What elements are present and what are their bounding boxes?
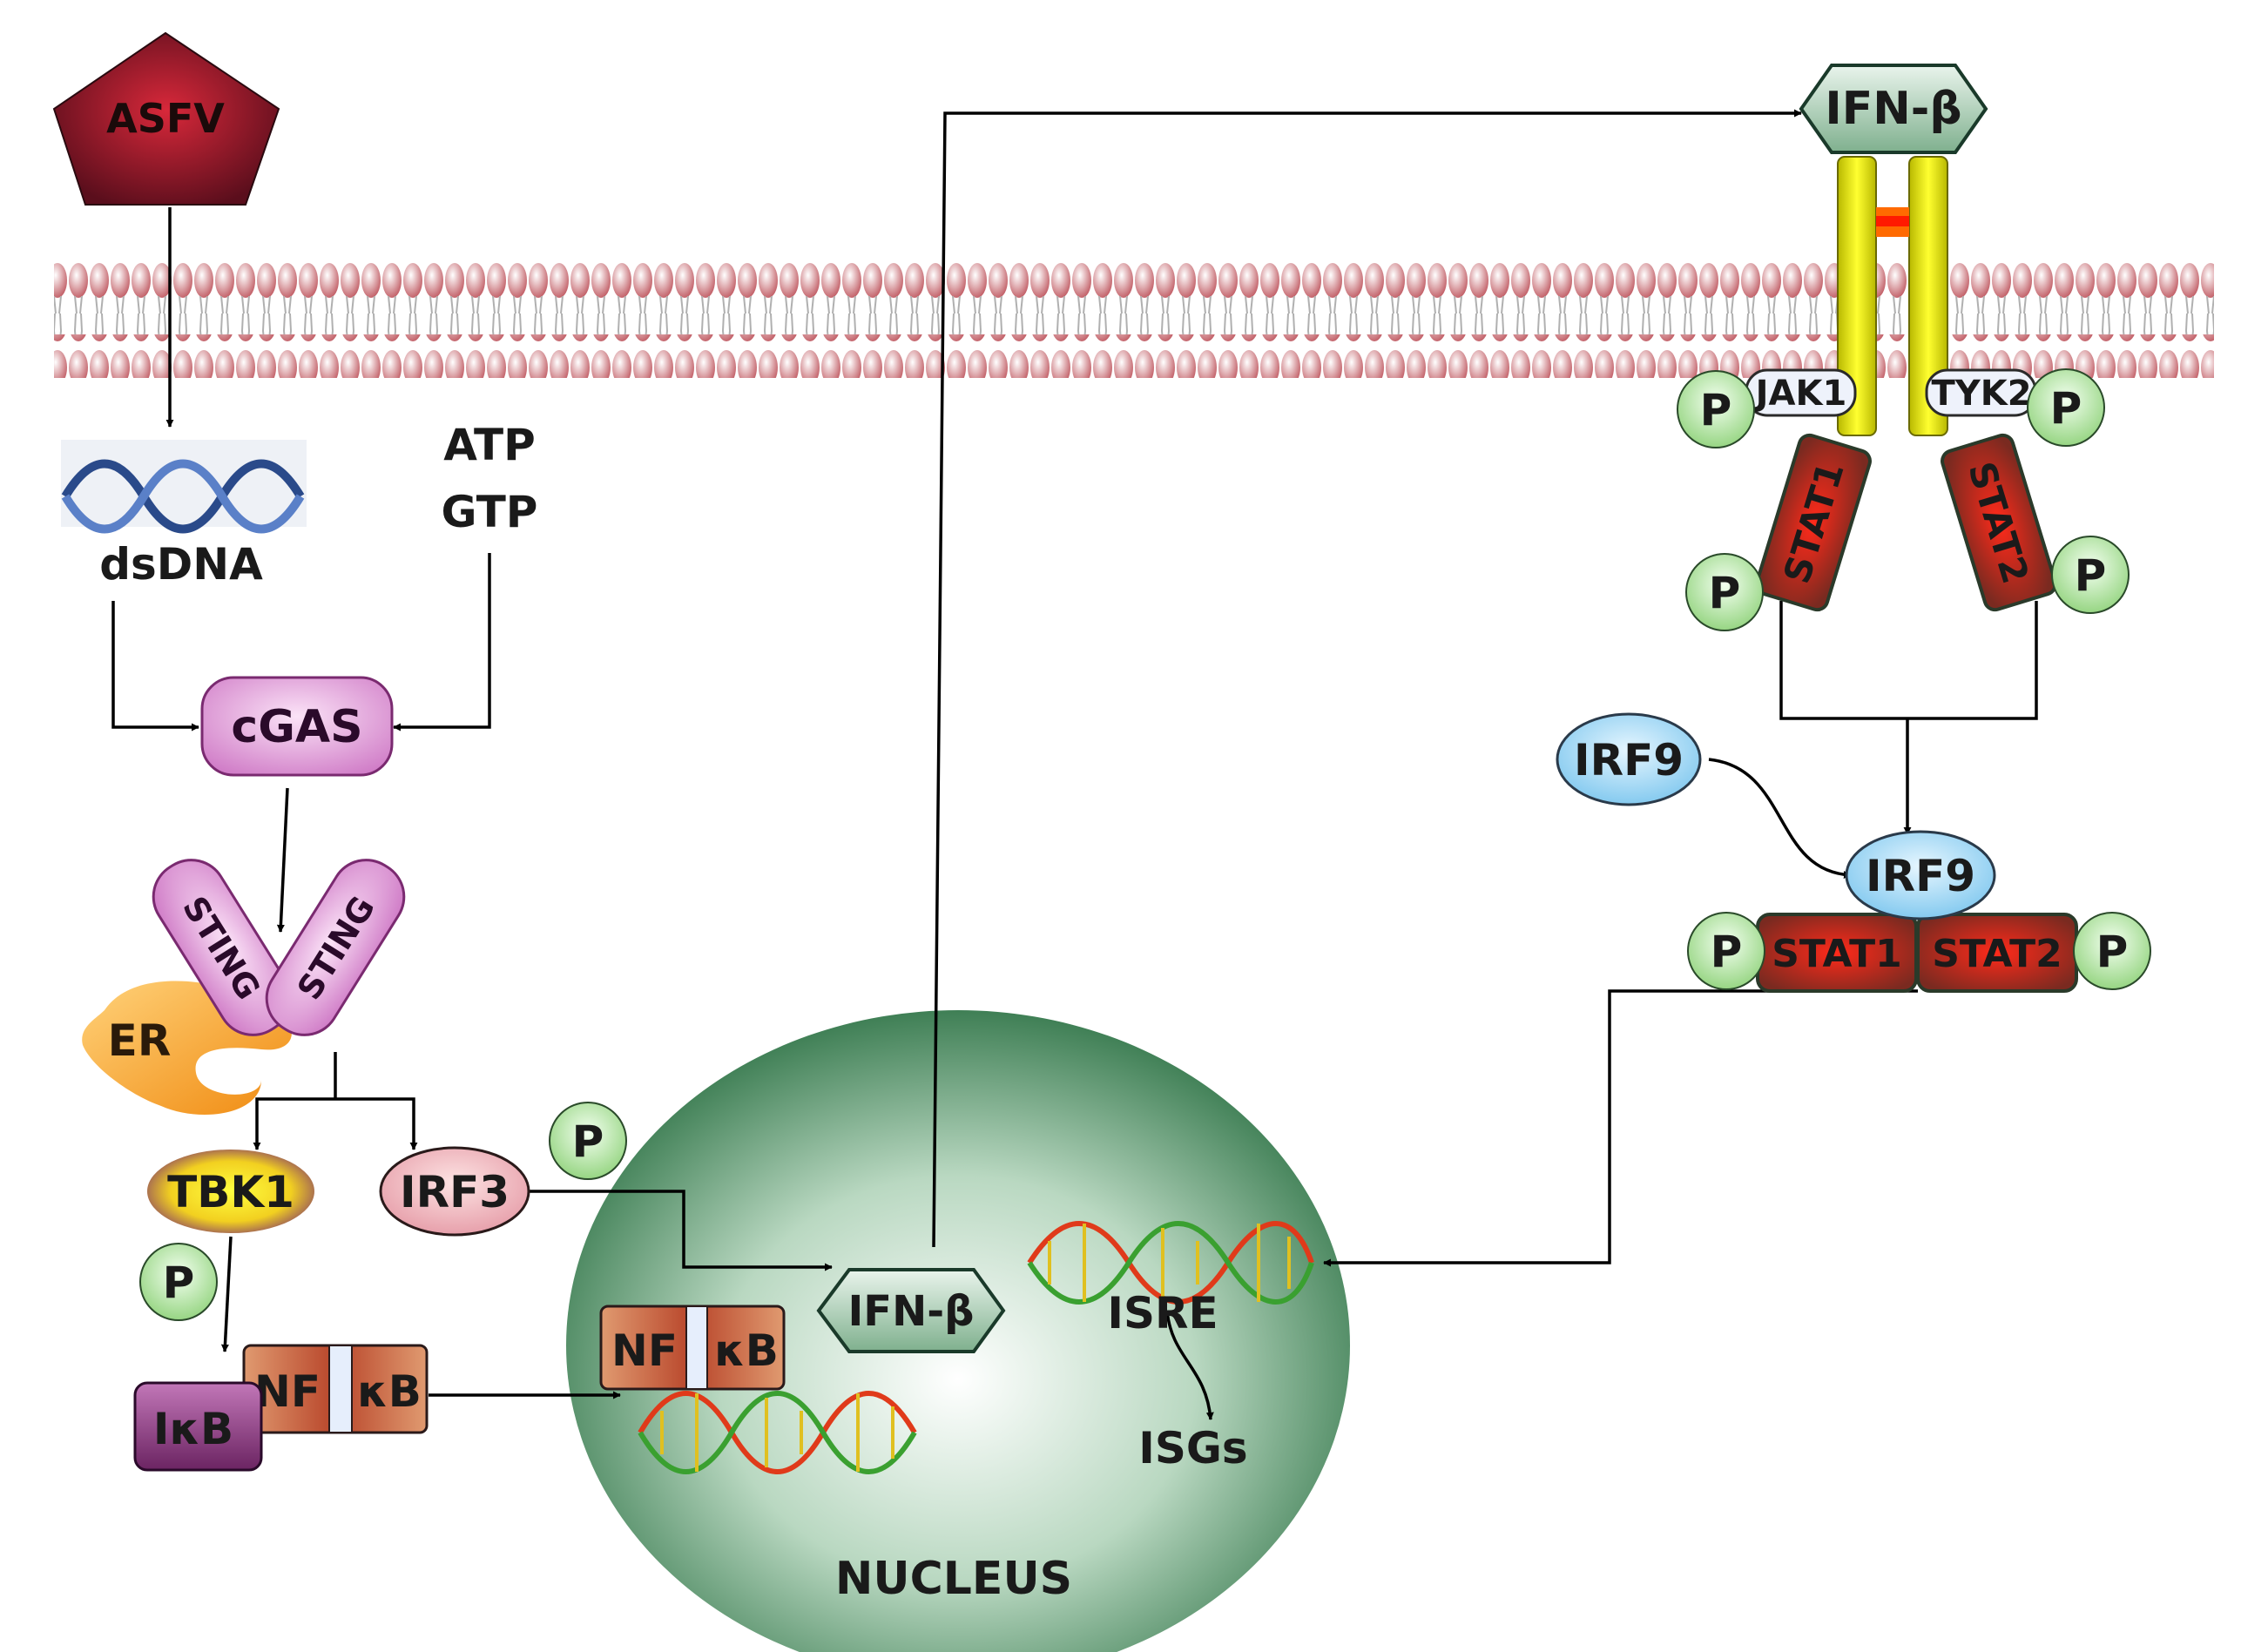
svg-text:P: P — [163, 1258, 195, 1308]
jak1-node: JAK1 — [1745, 368, 1857, 417]
ikb-label: IκB — [153, 1404, 233, 1454]
ikb-node — [133, 1381, 263, 1472]
arrow-to-irf3 — [335, 1097, 418, 1150]
svg-text:IRF3: IRF3 — [400, 1167, 510, 1217]
complex-irf9 — [1845, 830, 1996, 920]
svg-text:STAT2: STAT2 — [1932, 932, 2062, 976]
pathway-arrows — [111, 109, 2038, 1420]
irf9-free: IRF9 — [1556, 712, 1702, 806]
arrow-isre-to-isgs — [1165, 1310, 1214, 1420]
ikb-nfkb-complex: NF κB IκB — [133, 1344, 429, 1472]
phospho-jak1: P — [1677, 370, 1755, 448]
arrow-atp-to-cgas — [393, 553, 491, 732]
isgf3-complex: STAT1 STAT2 IRF9 — [1756, 830, 2078, 993]
svg-text:IRF9: IRF9 — [1574, 735, 1684, 786]
svg-text:P: P — [2075, 550, 2107, 601]
svg-text:P: P — [2096, 927, 2129, 977]
ifnb-ligand: IFN-β — [1799, 64, 1988, 154]
svg-text:NF: NF — [611, 1325, 678, 1376]
er-label: ER — [108, 1015, 172, 1066]
stat2-receptor: STAT2 — [1941, 433, 2057, 612]
phospho-tyk2: P — [2027, 368, 2105, 447]
svg-text:κB: κB — [714, 1325, 779, 1376]
dsdna-label: dsDNA — [99, 539, 263, 590]
isre-dna: ISRE — [1027, 1221, 1314, 1338]
svg-text:TYK2: TYK2 — [1931, 374, 2031, 414]
arrow-dna-to-cgas — [111, 601, 199, 732]
asfv-virus: ASFV — [52, 31, 280, 206]
svg-text:TBK1: TBK1 — [167, 1167, 294, 1217]
phospho-tbk1: P — [139, 1243, 218, 1321]
cell-membrane — [54, 254, 2214, 378]
arrow-irf9-to-complex — [1708, 758, 1852, 880]
arrow-to-tbk1 — [253, 1097, 335, 1150]
arrow-tbk1-to-ikb — [220, 1236, 233, 1352]
svg-text:P: P — [1709, 568, 1741, 618]
nucleus-label: NUCLEUS — [835, 1553, 1072, 1605]
nfkb-right-label: κB — [357, 1366, 422, 1417]
tbk1-node: TBK1 — [147, 1150, 314, 1233]
svg-text:P: P — [2050, 383, 2082, 434]
svg-text:ASFV: ASFV — [106, 95, 225, 142]
phospho-complex-right: P — [2073, 912, 2151, 990]
dsdna-helix: dsDNA — [61, 440, 307, 590]
arrow-stat-merge — [1779, 601, 2038, 720]
cgas-node: cGAS — [200, 676, 394, 777]
svg-text:STAT1: STAT1 — [1772, 932, 1902, 976]
ifnb-in-nucleus: IFN-β — [816, 1268, 1006, 1353]
svg-text:JAK1: JAK1 — [1753, 374, 1847, 414]
phospho-complex-left: P — [1687, 912, 1765, 990]
ifnar1-chain — [1837, 156, 1877, 436]
irf3-node: IRF3 — [379, 1146, 530, 1237]
arrow-ifnb-secretion — [932, 109, 1802, 1248]
nfkb-left-label: NF — [254, 1366, 321, 1417]
phospho-stat1: P — [1685, 553, 1764, 631]
nfkb-in-nucleus: NF κB — [599, 1305, 786, 1391]
svg-text:P: P — [572, 1116, 604, 1167]
svg-text:cGAS: cGAS — [231, 701, 362, 753]
gtp-label: GTP — [442, 487, 538, 537]
phospho-stat2: P — [2051, 536, 2130, 614]
arrow-cgas-to-sting — [276, 787, 289, 933]
svg-text:IFN-β: IFN-β — [1825, 83, 1961, 135]
arrow-irf3-to-ifnb — [527, 1190, 833, 1271]
phospho-irf3: P — [549, 1102, 627, 1180]
isgs-label: ISGs — [1138, 1423, 1247, 1473]
arrow-complex-to-isre — [1323, 989, 1918, 1267]
tyk2-node: TYK2 — [1925, 368, 2037, 417]
svg-text:IRF9: IRF9 — [1866, 851, 1975, 901]
ifnar2-chain — [1908, 156, 1948, 436]
ifnar-receptor — [1837, 156, 1948, 436]
atp-label: ATP — [443, 420, 536, 470]
isre-label: ISRE — [1107, 1288, 1218, 1338]
svg-text:IFN-β: IFN-β — [847, 1287, 974, 1336]
stat1-receptor: STAT1 — [1755, 433, 1872, 612]
dna-nfkb-site — [638, 1391, 917, 1474]
svg-text:P: P — [1700, 385, 1732, 435]
sting-right: STING — [265, 859, 406, 1036]
svg-text:P: P — [1711, 927, 1743, 977]
